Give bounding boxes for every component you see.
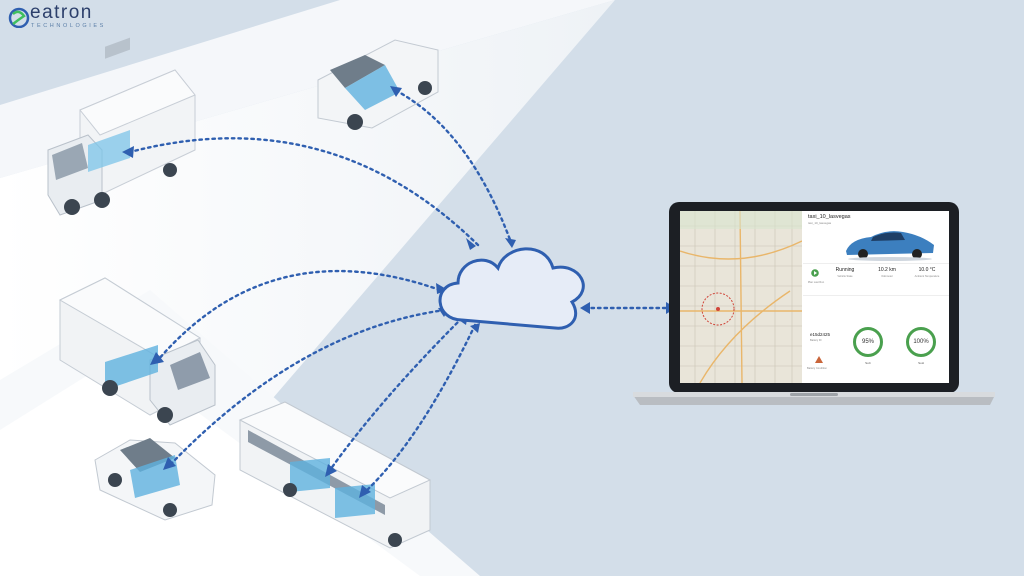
laptop-screen: taxi_10_lasvegas taxi_10_lasvegas Plan L…: [680, 211, 949, 383]
vehicle-panel: taxi_10_lasvegas taxi_10_lasvegas Plan L…: [803, 211, 949, 383]
divider: [803, 295, 949, 296]
pickup-van: [317, 39, 439, 130]
link-bus-front: [328, 316, 464, 472]
brand-logo: eatron TECHNOLOGIES: [8, 2, 118, 34]
brand-tagline: TECHNOLOGIES: [31, 23, 106, 29]
link-reefer-truck: [128, 137, 480, 247]
link-box-truck: [156, 269, 442, 362]
play-label: Plan Last Run: [807, 281, 825, 284]
map-graphic: [680, 211, 802, 383]
box-truck: [58, 277, 216, 426]
soc-label: SoC: [865, 361, 871, 365]
distance-value: 10.2 km: [878, 267, 896, 273]
link-sedan: [168, 308, 447, 467]
data-links: [128, 88, 672, 494]
cloud-icon: [438, 247, 585, 330]
status-value: Running: [835, 267, 855, 273]
temp-label: Ambient Temperature: [914, 275, 940, 278]
battery-condition-label: Battery Condition: [807, 367, 827, 370]
brand-name: eatron: [30, 2, 93, 23]
soh-value: 100%: [913, 339, 929, 345]
stat-temp: 10.0 °C Ambient Temperature: [907, 267, 947, 278]
warning-icon: [815, 356, 823, 363]
divider: [803, 263, 949, 264]
map-view: [680, 211, 802, 383]
link-bus-rear: [363, 323, 477, 494]
car-render: [846, 231, 934, 261]
vehicle-name: taxi_10_lasvegas: [808, 214, 851, 220]
status-label: Vehicle State: [837, 275, 853, 278]
battery-id-value: e15d2425: [810, 332, 831, 337]
city-bus: [238, 401, 432, 549]
link-pickup-van: [393, 88, 514, 247]
refrigerated-truck: [47, 37, 196, 216]
battery-id-label: Battery ID: [810, 339, 822, 342]
road-band-shadow: [0, 355, 420, 576]
eatron-logo-icon: [8, 7, 30, 28]
soc-gauge: 95%: [853, 327, 883, 357]
soh-label: SoH: [918, 361, 924, 365]
play-icon[interactable]: [811, 269, 819, 277]
soh-gauge: 100%: [906, 327, 936, 357]
distance-label: Odometer: [881, 275, 893, 278]
stat-distance: 10.2 km Odometer: [867, 267, 907, 278]
stat-status: Running Vehicle State: [825, 267, 865, 278]
vehicle-sub: taxi_10_lasvegas: [808, 221, 832, 225]
soc-value: 95%: [861, 339, 874, 345]
temp-value: 10.0 °C: [918, 267, 936, 273]
